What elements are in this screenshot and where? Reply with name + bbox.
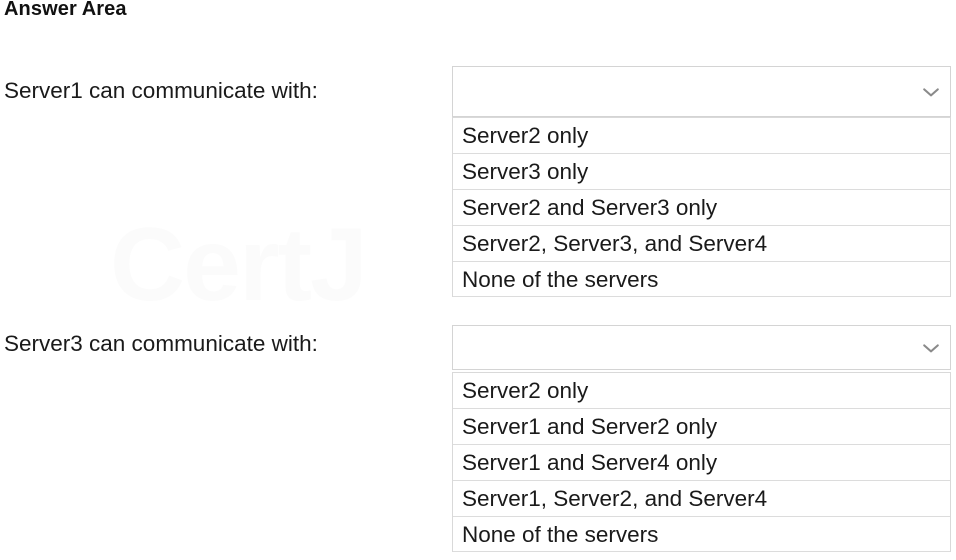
chevron-down-icon[interactable] [922, 86, 940, 98]
option-item[interactable]: None of the servers [453, 261, 950, 297]
chevron-down-icon[interactable] [922, 342, 940, 354]
option-item[interactable]: Server1 and Server4 only [453, 444, 950, 480]
page-title: Answer Area [4, 0, 127, 20]
option-item[interactable]: Server3 only [453, 153, 950, 189]
option-list-server3[interactable]: Server2 only Server1 and Server2 only Se… [452, 372, 951, 552]
option-item[interactable]: Server2 only [453, 372, 950, 408]
option-item[interactable]: Server2 only [453, 117, 950, 153]
option-item[interactable]: None of the servers [453, 516, 950, 552]
option-list-server1[interactable]: Server2 only Server3 only Server2 and Se… [452, 117, 951, 297]
option-item[interactable]: Server2, Server3, and Server4 [453, 225, 950, 261]
option-item[interactable]: Server1 and Server2 only [453, 408, 950, 444]
question-label-server3: Server3 can communicate with: [4, 331, 318, 356]
combobox-server1[interactable] [452, 66, 951, 117]
combobox-server3[interactable] [452, 325, 951, 370]
option-item[interactable]: Server1, Server2, and Server4 [453, 480, 950, 516]
question-label-server1: Server1 can communicate with: [4, 78, 318, 103]
option-item[interactable]: Server2 and Server3 only [453, 189, 950, 225]
